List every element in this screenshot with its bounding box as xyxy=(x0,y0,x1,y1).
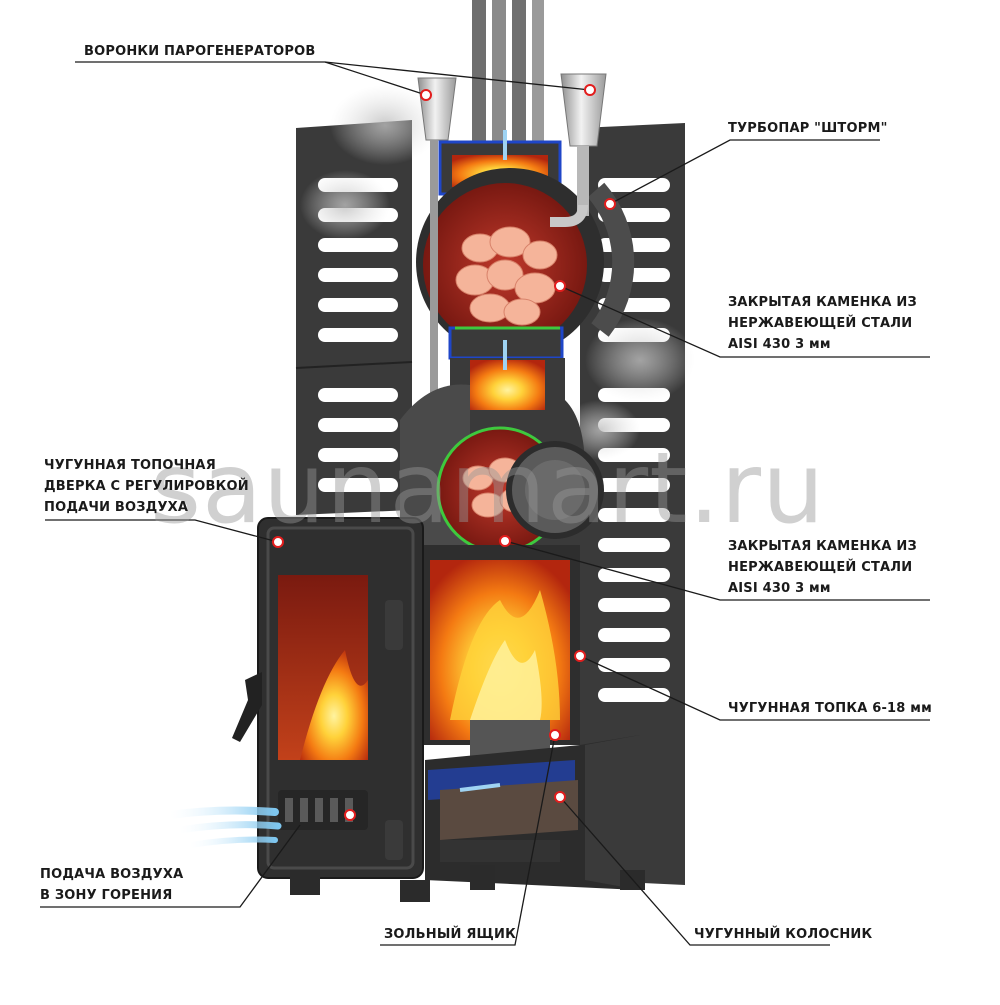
leader-lines xyxy=(40,61,930,946)
markers xyxy=(272,84,616,821)
marker-heater-bottom xyxy=(499,535,511,547)
marker-ash-box xyxy=(549,729,561,741)
marker-funnel-left xyxy=(420,89,432,101)
chimney-pipes xyxy=(472,0,544,145)
label-cast-iron-grate: ЧУГУННЫЙ КОЛОСНИК xyxy=(694,927,873,942)
marker-grate xyxy=(554,791,566,803)
marker-firebox xyxy=(574,650,586,662)
marker-door xyxy=(272,536,284,548)
label-turbo-steam: ТУРБОПАР "ШТОРМ" xyxy=(728,121,888,136)
label-closed-heater-bottom: ЗАКРЫТАЯ КАМЕНКА ИЗ НЕРЖАВЕЮЩЕЙ СТАЛИ AI… xyxy=(728,539,917,596)
steam-clouds xyxy=(300,85,695,460)
cast-iron-door xyxy=(232,517,424,879)
label-ash-box: ЗОЛЬНЫЙ ЯЩИК xyxy=(384,927,516,942)
label-cast-iron-firebox: ЧУГУННАЯ ТОПКА 6-18 мм xyxy=(728,701,932,716)
air-flow xyxy=(166,130,507,848)
upper-heater-section xyxy=(416,140,635,360)
ash-box-assembly xyxy=(425,735,640,890)
marker-turbo-steam xyxy=(604,198,616,210)
marker-heater-top xyxy=(554,280,566,292)
label-closed-heater-top: ЗАКРЫТАЯ КАМЕНКА ИЗ НЕРЖАВЕЮЩЕЙ СТАЛИ AI… xyxy=(728,295,917,352)
label-steam-funnels: ВОРОНКИ ПАРОГЕНЕРАТОРОВ xyxy=(84,44,316,59)
label-air-supply: ПОДАЧА ВОЗДУХА В ЗОНУ ГОРЕНИЯ xyxy=(40,867,184,903)
marker-funnel-right xyxy=(584,84,596,96)
stove-legs xyxy=(290,865,645,902)
lower-heater-section xyxy=(400,358,604,560)
watermark-text: saunamart.ru xyxy=(150,432,826,546)
marker-air-supply xyxy=(344,809,356,821)
firebox xyxy=(420,545,580,765)
label-cast-iron-door: ЧУГУННАЯ ТОПОЧНАЯ ДВЕРКА С РЕГУЛИРОВКОЙ … xyxy=(44,458,249,515)
